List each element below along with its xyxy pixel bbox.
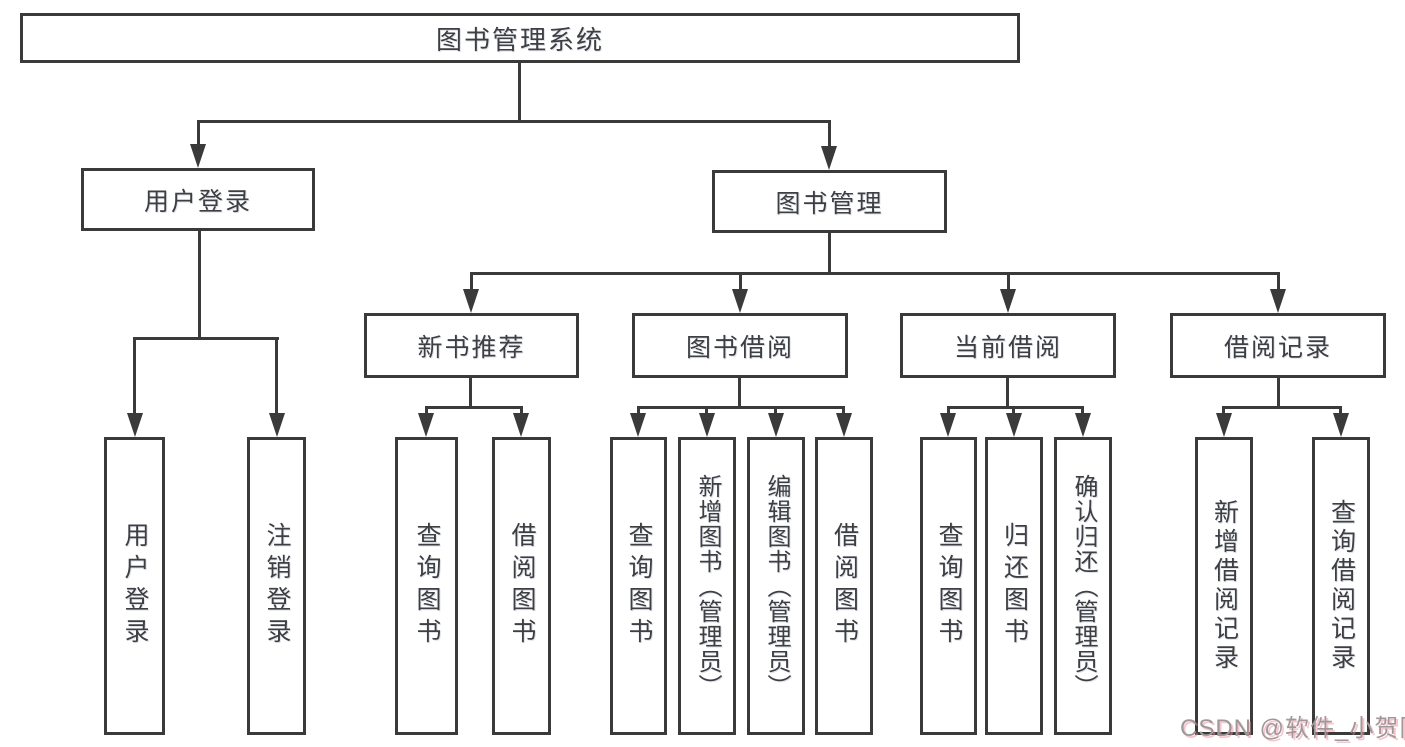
connector-records-down (1277, 378, 1280, 407)
connector-userlogin-down (198, 231, 201, 337)
connector-leaf-logout-stub (275, 337, 278, 415)
connector-records-stub (1277, 272, 1280, 292)
leaf-return-book-label: 归还图书 (1000, 522, 1029, 650)
node-user-login: 用户登录 (81, 168, 315, 231)
node-library-system-label: 图书管理系统 (435, 24, 604, 55)
node-current-borrow: 当前借阅 (900, 313, 1116, 378)
connector-bookmgmt-hline (470, 272, 1279, 275)
connector-root-vline (518, 63, 521, 120)
node-current-borrow-label: 当前借阅 (953, 333, 1062, 362)
arrowhead-to-leaf-borrow-books (836, 413, 852, 437)
node-user-login-label: 用户登录 (143, 187, 252, 216)
arrowhead-to-borrow-records (1270, 289, 1286, 313)
leaf-logout-label: 注销登录 (263, 522, 291, 650)
connector-leaf-borrow2-stub (842, 406, 845, 416)
leaf-borrow-books-recommend-label: 借阅图书 (508, 522, 536, 650)
leaf-user-login: 用户登录 (104, 437, 165, 735)
arrowhead-to-leaf-login (127, 413, 143, 437)
leaf-add-book-admin-label: 新增图书（管理员） (694, 473, 721, 699)
arrowhead-to-book-management (821, 146, 837, 170)
arrowhead-to-leaf-confirm-return (1075, 413, 1091, 437)
leaf-borrow-books-recommend: 借阅图书 (492, 437, 551, 735)
connector-leaf-query3-stub (947, 406, 950, 416)
node-borrow-records-label: 借阅记录 (1223, 333, 1332, 362)
connector-current-hline (947, 406, 1084, 409)
leaf-borrow-books-label: 借阅图书 (830, 522, 859, 650)
leaf-confirm-return-admin-label: 确认归还（管理员） (1070, 473, 1097, 699)
connector-root-hline (198, 120, 831, 123)
connector-current-down (1006, 378, 1009, 407)
leaf-add-borrow-record-label: 新增借阅记录 (1210, 499, 1239, 673)
arrowhead-to-leaf-add-record (1216, 413, 1232, 437)
node-book-management: 图书管理 (712, 170, 947, 233)
connector-leaf-confirm-stub (1081, 406, 1084, 416)
connector-borrow-down (738, 378, 741, 407)
arrowhead-to-leaf-query-books-recommend (418, 413, 434, 437)
leaf-edit-book-admin-label: 编辑图书（管理员） (763, 473, 790, 699)
leaf-query-books-recommend-label: 查询图书 (413, 522, 441, 650)
connector-borrow-hline (637, 406, 845, 409)
arrowhead-to-leaf-query-record (1333, 413, 1349, 437)
connector-current-stub (1007, 272, 1010, 292)
connector-records-hline (1222, 406, 1342, 409)
node-new-book-recommend: 新书推荐 (364, 313, 579, 378)
arrowhead-to-leaf-borrow-books-recommend (513, 413, 529, 437)
arrowhead-to-book-borrow (732, 289, 748, 313)
arrowhead-to-leaf-add-book (699, 413, 715, 437)
connector-leaf-editbook-stub (774, 406, 777, 416)
connector-bookmgmt-down (828, 233, 831, 272)
node-book-borrow: 图书借阅 (632, 313, 848, 378)
leaf-borrow-books: 借阅图书 (815, 437, 873, 735)
leaf-query-books-current: 查询图书 (920, 437, 977, 735)
arrowhead-to-leaf-logout (269, 413, 285, 437)
leaf-confirm-return-admin: 确认归还（管理员） (1054, 437, 1112, 735)
node-new-book-recommend-label: 新书推荐 (417, 333, 526, 362)
connector-leaf-query2-stub (637, 406, 640, 416)
connector-leaf-addrecord-stub (1222, 406, 1225, 416)
connector-userlogin-stub (197, 120, 200, 148)
leaf-add-borrow-record: 新增借阅记录 (1195, 437, 1253, 735)
arrowhead-to-leaf-return-book (1006, 413, 1022, 437)
connector-bookmgmt-stub (828, 120, 831, 148)
arrowhead-to-leaf-query-books-current (940, 413, 956, 437)
leaf-add-book-admin: 新增图书（管理员） (678, 437, 736, 735)
arrowhead-to-current-borrow (1000, 289, 1016, 313)
connector-borrow-stub (739, 272, 742, 292)
node-library-system: 图书管理系统 (20, 13, 1020, 63)
connector-leaf-queryrecord-stub (1339, 406, 1342, 416)
leaf-query-books-current-label: 查询图书 (935, 522, 963, 650)
connector-leaf-login-stub (133, 337, 136, 415)
connector-recommend-down (469, 378, 472, 407)
leaf-edit-book-admin: 编辑图书（管理员） (747, 437, 805, 735)
node-borrow-records: 借阅记录 (1170, 313, 1386, 378)
connector-leaf-addbook-stub (705, 406, 708, 416)
leaf-logout: 注销登录 (247, 437, 306, 735)
leaf-query-books-borrow-label: 查询图书 (625, 522, 653, 650)
leaf-query-books-recommend: 查询图书 (395, 437, 458, 735)
node-book-management-label: 图书管理 (775, 189, 884, 218)
connector-recommend-hline (425, 406, 522, 409)
arrowhead-to-new-book-recommend (463, 289, 479, 313)
leaf-query-borrow-record: 查询借阅记录 (1312, 437, 1370, 735)
arrowhead-to-leaf-edit-book (768, 413, 784, 437)
csdn-watermark: CSDN @软件_小贺同学 (1180, 715, 1405, 742)
leaf-query-books-borrow: 查询图书 (610, 437, 667, 735)
leaf-query-borrow-record-label: 查询借阅记录 (1327, 499, 1356, 673)
connector-leaf-return-stub (1012, 406, 1015, 416)
leaf-return-book: 归还图书 (985, 437, 1043, 735)
connector-leaf-borrow1-stub (520, 406, 523, 416)
connector-recommend-stub (470, 272, 473, 292)
leaf-user-login-label: 用户登录 (121, 522, 149, 650)
node-book-borrow-label: 图书借阅 (685, 333, 794, 362)
arrowhead-to-user-login (190, 144, 206, 168)
connector-leaf-query1-stub (425, 406, 428, 416)
connector-userlogin-hline (133, 337, 279, 340)
arrowhead-to-leaf-query-books-borrow (630, 413, 646, 437)
